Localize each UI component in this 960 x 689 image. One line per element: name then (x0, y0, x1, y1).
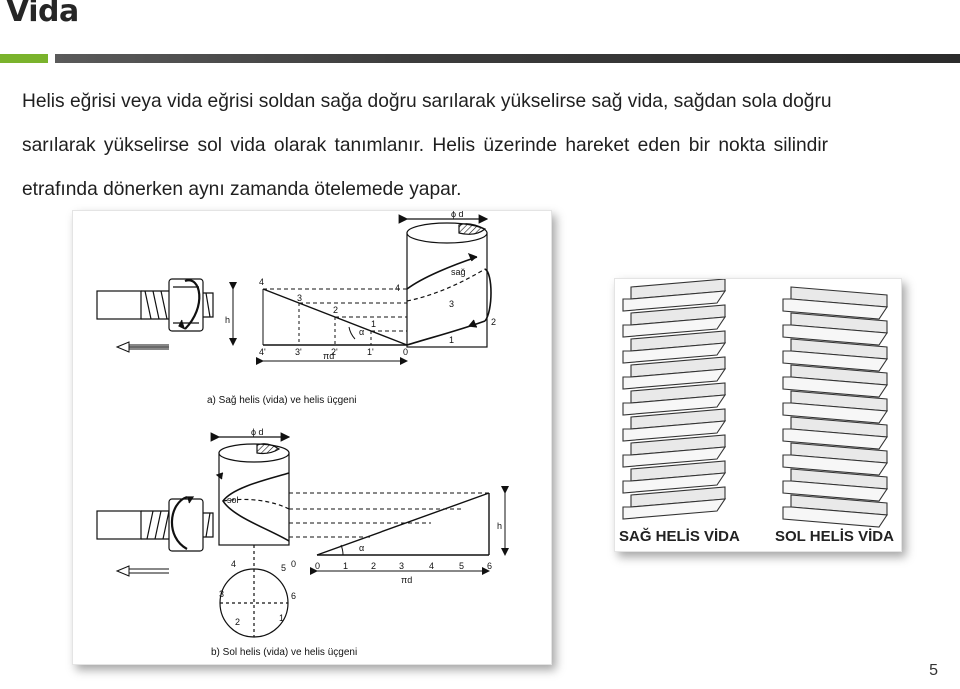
angle-label-bottom: α (359, 543, 364, 553)
cylinder-point-1: 1 (449, 335, 454, 345)
thread-flank (782, 324, 888, 346)
left-hand-thread-drawing (782, 286, 888, 528)
diameter-label-top: ϕ d (451, 211, 464, 219)
thread-flank (782, 506, 888, 528)
base-tick-3: 3' (295, 347, 302, 357)
title-bar-accent (0, 54, 48, 63)
base-tick-b1: 1 (343, 561, 348, 571)
left-helix-triangle (289, 486, 509, 575)
right-helix-labels: ϕ d sağ h α πd 4 3 2 1 4' 3' 2' 1' 0 4 3… (207, 209, 496, 406)
body-line-1: Helis eğrisi veya vida eğrisi soldan sağ… (22, 91, 832, 112)
left-hand-caption: SOL HELİS VİDA (775, 528, 894, 545)
cylinder-point-2: 2 (491, 317, 496, 327)
thread-flank (782, 480, 888, 502)
thread-flank (622, 316, 727, 338)
height-label-top: h (225, 315, 230, 325)
thread-comparison-svg: SAĞ HELİS VİDA SOL HELİS VİDA (619, 278, 894, 545)
triangle-point-1: 1 (371, 319, 376, 329)
caption-top: a) Sağ helis (vida) ve helis üçgeni (207, 395, 357, 406)
thread-flank (622, 420, 727, 442)
helix-diagram-svg: ϕ d sağ h α πd 4 3 2 1 4' 3' 2' 1' 0 4 3… (96, 209, 509, 658)
thread-flank (622, 368, 727, 390)
thread-flank (622, 472, 727, 494)
thread-flank (622, 290, 727, 312)
circle-point-3: 3 (219, 589, 224, 599)
base-label-bottom: πd (401, 575, 412, 585)
thread-flank (782, 402, 888, 424)
thread-flank (622, 498, 727, 520)
direction-label-bottom: sol (227, 495, 239, 505)
circle-point-1: 1 (279, 613, 284, 623)
base-tick-4: 4' (259, 347, 266, 357)
circle-point-2: 2 (235, 617, 240, 627)
diameter-label-bottom: ϕ d (251, 427, 264, 437)
circle-point-0: 0 (291, 559, 296, 569)
base-tick-b4: 4 (429, 561, 434, 571)
helix-diagram-figure: ϕ d sağ h α πd 4 3 2 1 4' 3' 2' 1' 0 4 3… (72, 209, 552, 665)
thread-flank (782, 376, 888, 398)
circle-point-5: 5 (281, 563, 286, 573)
base-tick-b3: 3 (399, 561, 404, 571)
circle-point-4: 4 (231, 559, 236, 569)
body-line-2: sarılarak yükselirse sol vida olarak tan… (22, 135, 828, 156)
cylinder-point-4: 4 (395, 283, 400, 293)
height-label-bottom: h (497, 521, 502, 531)
thread-flank (782, 298, 888, 320)
base-tick-b6: 6 (487, 561, 492, 571)
base-tick-b0: 0 (315, 561, 320, 571)
right-hand-caption: SAĞ HELİS VİDA (619, 527, 740, 545)
thread-flank (782, 428, 888, 450)
base-tick-b2: 2 (371, 561, 376, 571)
right-helix-triangle (229, 282, 408, 365)
angle-label-top: α (359, 327, 364, 337)
body-line-3: etrafında dönerken aynı zamanda ötelemed… (22, 179, 462, 200)
triangle-point-4: 4 (259, 277, 264, 287)
thread-flank (622, 394, 727, 416)
cylinder-point-3: 3 (449, 299, 454, 309)
thread-flank (782, 350, 888, 372)
triangle-point-3: 3 (297, 293, 302, 303)
right-helix-cylinder (398, 214, 492, 348)
thread-comparison-figure: SAĞ HELİS VİDA SOL HELİS VİDA (614, 278, 902, 552)
base-tick-0: 0 (403, 347, 408, 357)
left-helix-bolt-illustration (96, 495, 214, 552)
direction-label-top: sağ (451, 267, 466, 277)
thread-flank (782, 454, 888, 476)
right-hand-thread-drawing (622, 278, 727, 520)
title-underline-bar (0, 54, 960, 63)
slide-title: Vida (6, 0, 79, 29)
title-bar-main (55, 54, 960, 63)
triangle-point-2: 2 (333, 305, 338, 315)
left-helix-labels: ϕ d sol h α πd 0 1 2 3 4 5 6 4 5 3 6 2 1… (211, 427, 502, 658)
caption-bottom: b) Sol helis (vida) ve helis üçgeni (211, 647, 357, 658)
thread-flank (622, 446, 727, 468)
right-helix-bolt-illustration (96, 278, 214, 332)
base-tick-b5: 5 (459, 561, 464, 571)
left-helix-cylinder (210, 432, 291, 638)
circle-point-6: 6 (291, 591, 296, 601)
page-number: 5 (929, 662, 938, 679)
direction-arrow-bottom (115, 565, 169, 577)
base-tick-2: 2' (331, 347, 338, 357)
base-tick-1: 1' (367, 347, 374, 357)
body-paragraph: Helis eğrisi veya vida eğrisi soldan sağ… (22, 80, 942, 212)
thread-flank (622, 342, 727, 364)
direction-arrow-top (115, 341, 169, 353)
base-label-top: πd (323, 351, 334, 361)
